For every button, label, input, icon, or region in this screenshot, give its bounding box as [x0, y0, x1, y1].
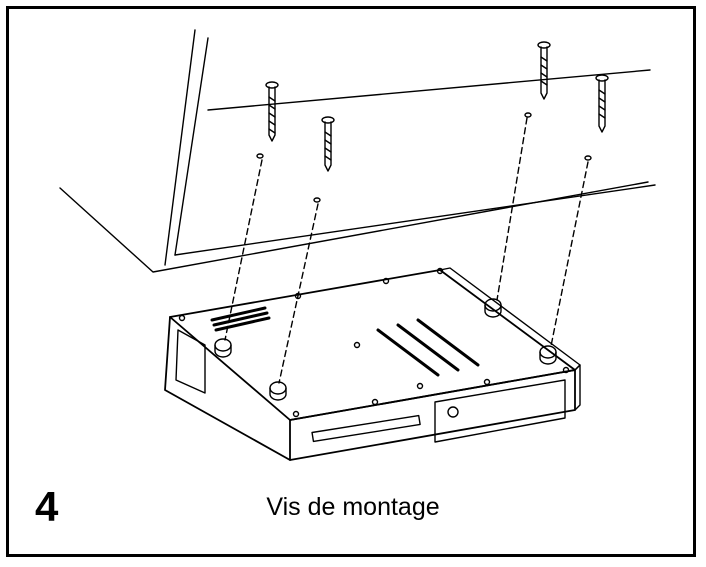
cd-slot-icon: [311, 414, 421, 443]
vent-grille-icon: [210, 306, 480, 377]
rubber-foot-icon: [214, 298, 557, 401]
step-number: 4: [35, 483, 59, 530]
mounting-screw-icon: [256, 41, 609, 203]
figure-caption: Vis de montage: [266, 493, 440, 521]
device-body: [164, 267, 581, 461]
figure-frame: [6, 6, 696, 557]
screw-guide-lines: [224, 117, 589, 384]
cabinet-underside: [59, 29, 656, 273]
screw-hole-icon: [178, 267, 570, 418]
